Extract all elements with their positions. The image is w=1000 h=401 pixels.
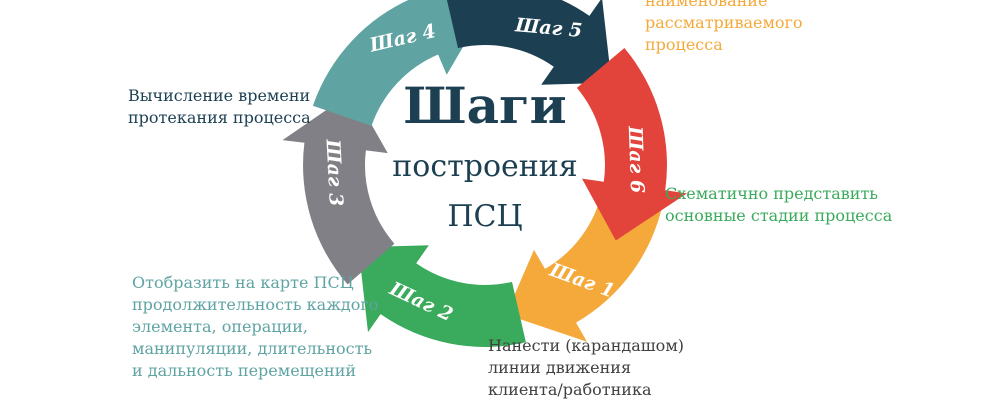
- step-4-arrow: [312, 0, 483, 126]
- step3-description: Нанести (карандашом) линии движения клие…: [488, 336, 684, 399]
- step-2-arrow: [358, 245, 526, 347]
- center-title: Шаги: [403, 76, 567, 135]
- step2-description: Схематично представить основные стадии п…: [665, 184, 893, 225]
- step1-description: наименование рассматриваемого процесса: [645, 0, 803, 54]
- center-subtitle-line2: ПСЦ: [447, 199, 523, 234]
- step-3-arrow: [282, 91, 395, 285]
- step-5-arrow: [446, 0, 612, 85]
- step4-description: Отобразить на карте ПСЦ продолжительност…: [132, 273, 379, 380]
- step5-description: Вычисление времени протекания процесса: [128, 86, 311, 127]
- step-6-label: Шаг 6: [624, 125, 648, 194]
- step-6-arrow: [576, 48, 687, 241]
- center-subtitle-line1: построения: [392, 149, 578, 184]
- step-3-label: Шаг 3: [321, 138, 347, 207]
